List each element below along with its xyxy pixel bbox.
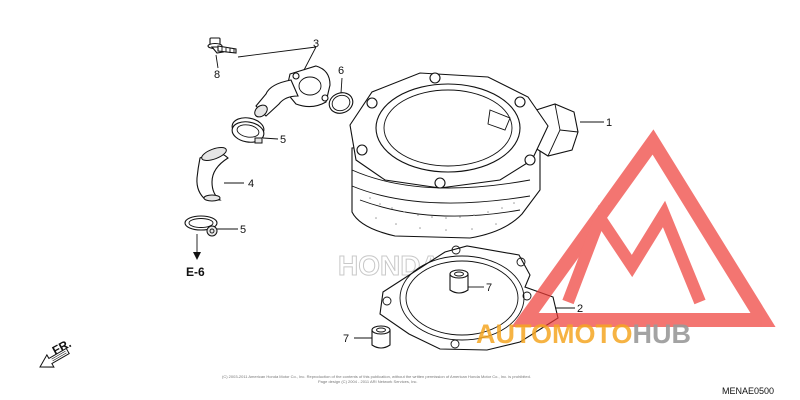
leader-lines: [193, 46, 604, 339]
watermark-logo-icon: [511, 129, 776, 327]
watermark-auto: AUTOMOTO: [476, 319, 633, 349]
front-direction-arrow-icon: [39, 347, 70, 368]
o-ring[interactable]: [326, 89, 355, 116]
callout-7-upper: 7: [486, 282, 492, 294]
callout-2: 2: [577, 303, 583, 315]
callout-5-upper: 5: [280, 134, 286, 146]
callout-8: 8: [214, 69, 220, 81]
watermark-hub: HUB: [633, 319, 692, 349]
watermark-text: AUTOMOTOHUB: [476, 319, 691, 349]
cylinder-base-gasket[interactable]: [379, 245, 559, 351]
callout-3: 3: [313, 38, 319, 50]
water-joint[interactable]: [252, 65, 331, 119]
front-label: FR.: [50, 336, 74, 357]
callout-5-lower: 5: [240, 224, 246, 236]
callout-4: 4: [248, 178, 254, 190]
copyright-line-1: (C) 2003-2011 American Honda Motor Co., …: [222, 374, 531, 379]
callout-6: 6: [338, 65, 344, 77]
dowel-pin-upper[interactable]: [449, 269, 469, 294]
hose-clamp-upper[interactable]: [231, 115, 266, 144]
callout-1: 1: [606, 117, 612, 129]
hose-clamp-lower[interactable]: [184, 215, 218, 237]
water-hose[interactable]: [196, 145, 229, 202]
diagram-code: MENAE0500: [722, 386, 774, 396]
dowel-pin-lower[interactable]: [371, 325, 391, 349]
copyright-line-2: Page design (C) 2004 - 2011 ARI Network …: [318, 379, 418, 384]
reference-label[interactable]: E-6: [186, 265, 205, 279]
cylinder[interactable]: [349, 72, 579, 239]
flange-bolt[interactable]: [207, 37, 237, 54]
callout-7-lower: 7: [343, 333, 349, 345]
